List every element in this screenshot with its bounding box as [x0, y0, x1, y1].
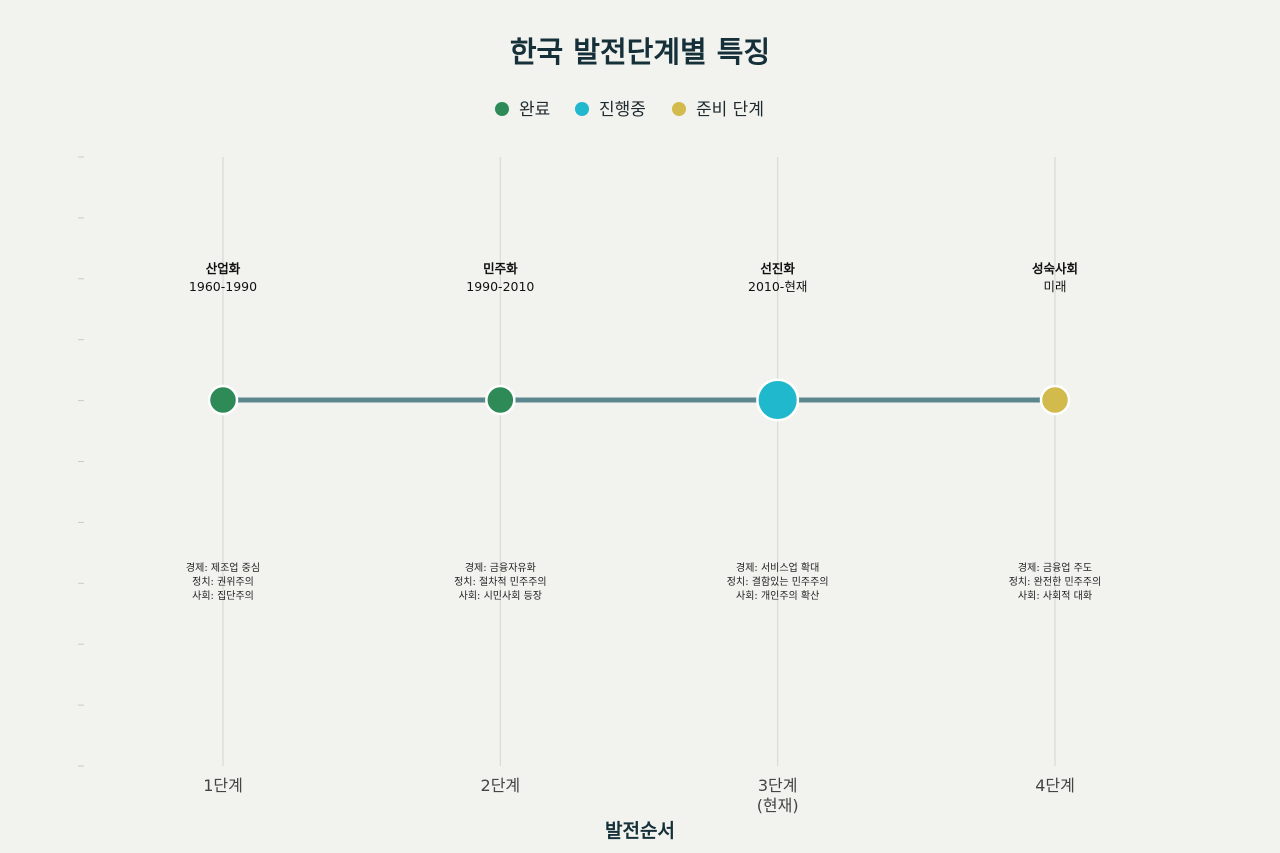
x-axis-ticks: 1단계 2단계 3단계(현재) 4단계: [203, 776, 1075, 815]
legend-item-1[interactable]: 완료: [495, 100, 550, 120]
stage-detail-1-1: 경제: 제조업 중심: [186, 561, 260, 574]
stage-period-2: 1990-2010: [466, 279, 534, 294]
gridlines: [222, 157, 1056, 766]
stage-name-1: 산업화: [206, 261, 241, 276]
x-tick-label-2: 2단계: [481, 776, 521, 795]
x-tick-label-3: 3단계(현재): [757, 776, 799, 815]
chart-title: 한국 발전단계별 특징: [510, 35, 770, 69]
stage-name-3: 선진화: [760, 261, 795, 276]
legend-marker: [495, 102, 509, 116]
stage-detail-3-2: 정치: 결함있는 민주주의: [727, 576, 829, 588]
stage-markers: [207, 378, 1071, 422]
legend-item-3[interactable]: 준비 단계: [672, 100, 764, 120]
stage-period-3: 2010-현재: [748, 279, 807, 294]
legend-label: 진행중: [599, 100, 646, 120]
stage-detail-4-2: 정치: 완전한 민주주의: [1009, 576, 1102, 588]
stage-marker-4[interactable]: [1039, 384, 1071, 416]
stage-detail-2-1: 경제: 금융자유화: [465, 561, 536, 574]
legend-label: 완료: [519, 100, 550, 120]
legend-item-2[interactable]: 진행중: [575, 100, 646, 120]
stage-marker-1[interactable]: [207, 384, 239, 416]
stage-period-4: 미래: [1043, 279, 1066, 294]
stage-marker-2[interactable]: [485, 384, 516, 416]
stage-detail-3-1: 경제: 서비스업 확대: [736, 561, 819, 574]
stage-period-1: 1960-1990: [189, 279, 257, 294]
legend-marker: [672, 102, 686, 116]
stage-name-4: 성숙사회: [1032, 261, 1078, 276]
stage-detail-4-3: 사회: 사회적 대화: [1018, 590, 1092, 602]
stage-detail-1-3: 사회: 집단주의: [192, 590, 254, 602]
legend-marker: [575, 102, 589, 116]
stage-detail-2-2: 정치: 절차적 민주주의: [454, 575, 547, 588]
legend: 완료 진행중 준비 단계: [495, 100, 764, 120]
x-tick-label-1: 1단계: [203, 776, 243, 795]
stage-name-2: 민주화: [483, 261, 518, 276]
stage-detail-3-3: 사회: 개인주의 확산: [736, 590, 819, 602]
stage-detail-4-1: 경제: 금융업 주도: [1018, 561, 1092, 574]
stage-marker-3[interactable]: [756, 378, 800, 422]
legend-label: 준비 단계: [696, 100, 764, 120]
stage-detail-2-3: 사회: 시민사회 등장: [459, 590, 542, 602]
stage-detail-1-2: 정치: 권위주의: [192, 575, 254, 588]
y-axis-ticks: [78, 156, 84, 767]
x-tick-label-4: 4단계: [1035, 776, 1075, 795]
x-axis-title: 발전순서: [605, 820, 675, 842]
